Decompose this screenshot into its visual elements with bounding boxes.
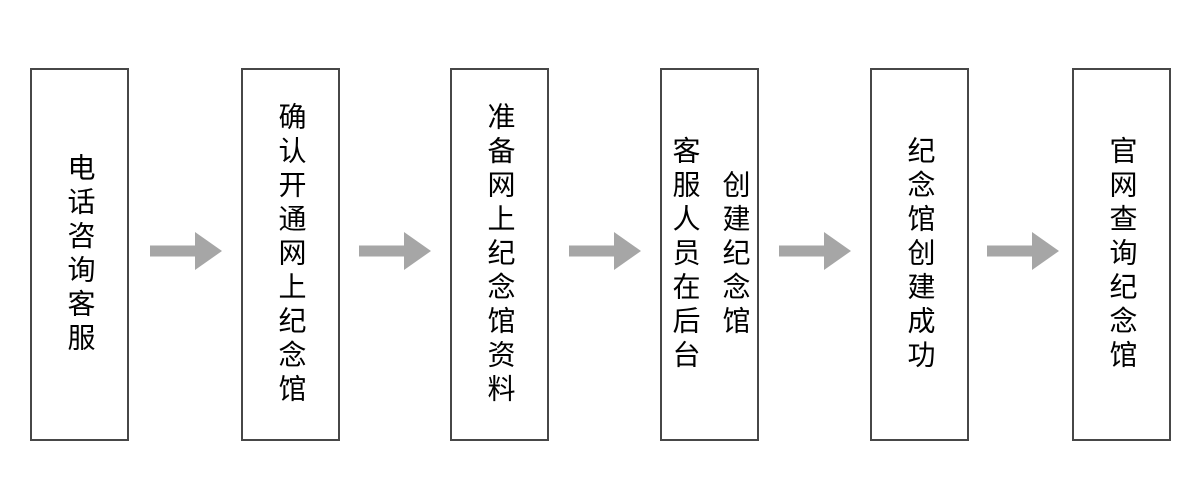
flow-step-label: 纪念馆创建成功 — [903, 135, 937, 374]
flow-step-staff-create: 客服人员在后台 创建纪念馆 — [660, 68, 759, 441]
right-arrow-shape — [779, 232, 851, 270]
right-arrow-shape — [359, 232, 431, 270]
right-arrow-icon — [987, 232, 1059, 270]
flow-step-query-official-site: 官网查询纪念馆 — [1072, 68, 1171, 441]
right-arrow-shape — [569, 232, 641, 270]
flow-step-label: 确认开通网上纪念馆 — [274, 101, 308, 408]
flow-step-label: 准备网上纪念馆资料 — [483, 101, 517, 408]
right-arrow-shape — [150, 232, 222, 270]
flow-step-confirm-open: 确认开通网上纪念馆 — [241, 68, 340, 441]
flow-step-label: 客服人员在后台 创建纪念馆 — [668, 135, 752, 374]
right-arrow-icon — [569, 232, 641, 270]
flow-step-label: 电话咨询客服 — [63, 152, 97, 357]
flow-step-label: 官网查询纪念馆 — [1105, 135, 1139, 374]
right-arrow-icon — [779, 232, 851, 270]
flow-step-phone-consult: 电话咨询客服 — [30, 68, 129, 441]
flow-step-prepare-materials: 准备网上纪念馆资料 — [450, 68, 549, 441]
right-arrow-icon — [359, 232, 431, 270]
flow-step-create-success: 纪念馆创建成功 — [870, 68, 969, 441]
right-arrow-icon — [150, 232, 222, 270]
right-arrow-shape — [987, 232, 1059, 270]
